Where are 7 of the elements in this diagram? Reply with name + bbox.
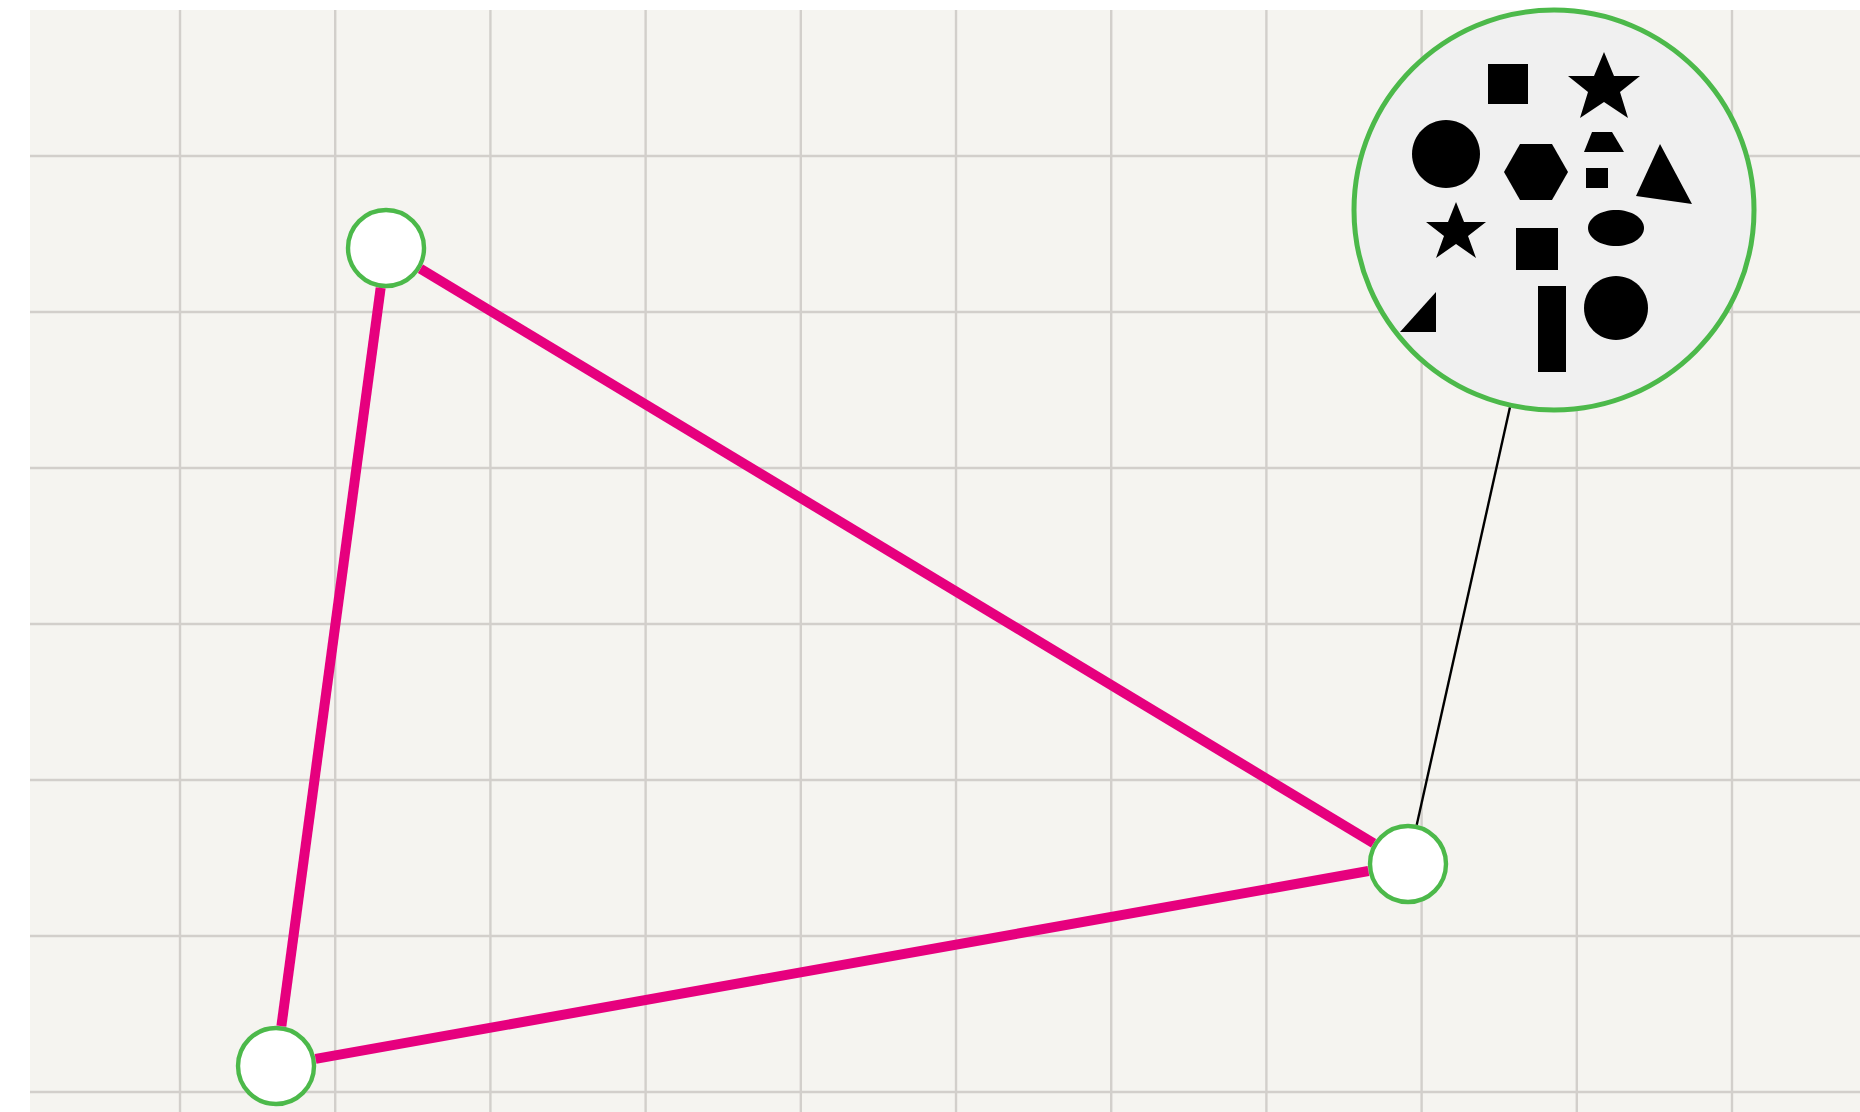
leader-line	[1415, 407, 1512, 825]
triangle-side	[314, 866, 1370, 1064]
vertex-circle	[345, 207, 427, 289]
triangle-side	[276, 287, 386, 1027]
triangle-side	[417, 264, 1377, 848]
vertex-circle	[1367, 823, 1449, 905]
vertex-circle	[235, 1025, 317, 1107]
